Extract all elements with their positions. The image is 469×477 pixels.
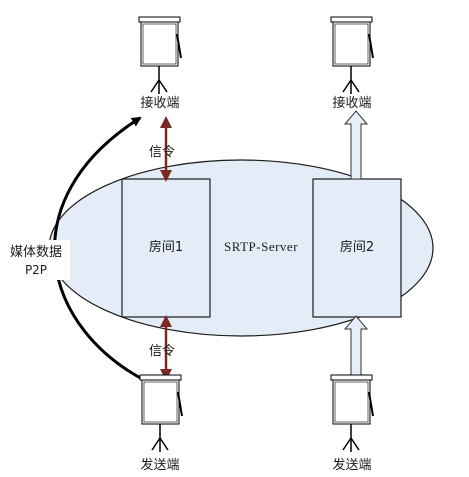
sender-screen-icon [139, 374, 183, 452]
sender-label-left: 发送端 [140, 457, 179, 473]
room-2-label: 房间2 [340, 239, 374, 255]
receiver-label-left: 接收端 [140, 95, 179, 111]
media-label-line1: 媒体数据 [10, 245, 62, 260]
receiver-label-right: 接收端 [332, 95, 371, 111]
receiver-screen-icon [330, 16, 374, 94]
receiver-screen-icon [138, 16, 182, 94]
media-label-bg [2, 240, 70, 280]
media-arrow-upper [343, 110, 369, 180]
signal-arrow-top [160, 116, 172, 182]
media-arrow-lower [343, 315, 369, 382]
server-label: SRTP-Server [224, 239, 298, 254]
signal-label-bottom: 信令 [149, 344, 175, 359]
room-1-box [121, 178, 211, 318]
signal-label-top: 信令 [149, 145, 175, 160]
media-label-line2: P2P [25, 263, 47, 277]
sender-screen-icon [330, 374, 374, 452]
room-1-label: 房间1 [149, 239, 183, 255]
sender-label-right: 发送端 [332, 457, 371, 473]
